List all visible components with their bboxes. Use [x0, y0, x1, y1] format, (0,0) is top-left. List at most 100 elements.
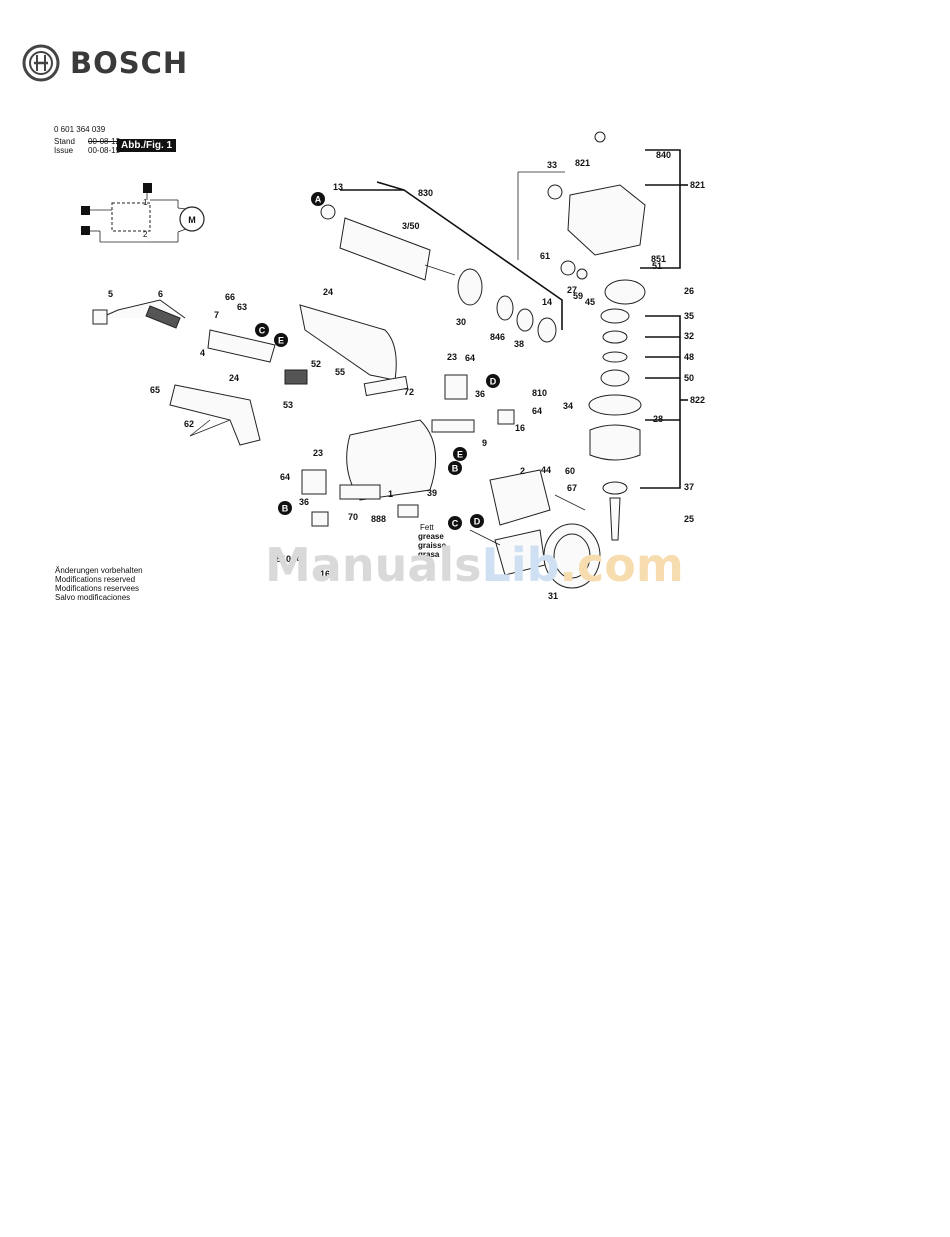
grease-label-de: Fett — [420, 523, 435, 532]
part-drawings — [92, 131, 646, 589]
part-label-4: 4 — [200, 348, 205, 358]
watermark-part1: Manuals — [265, 538, 482, 592]
part-label-65: 65 — [150, 385, 160, 395]
issue-label: Issue — [54, 146, 74, 155]
part-label-7: 7 — [214, 310, 219, 320]
part-label-67: 67 — [567, 483, 577, 493]
bearing-33 — [547, 184, 563, 200]
motor-symbol — [179, 206, 205, 232]
part-label-53: 53 — [283, 400, 293, 410]
part-label-64: 64 — [296, 553, 306, 563]
part-label-32: 32 — [684, 331, 694, 341]
o-ring-34 — [588, 394, 642, 416]
part-label-48: 48 — [684, 352, 694, 362]
part-label-851: 851 — [651, 254, 666, 264]
marker-letter-b: B — [452, 464, 459, 474]
armature — [339, 217, 431, 281]
label-72 — [363, 375, 409, 397]
motor-housing — [346, 419, 437, 501]
washer — [516, 308, 534, 332]
bosch-logo: BOSCH — [22, 44, 188, 82]
part-label-13: 13 — [333, 182, 343, 192]
assembly-brackets — [340, 149, 688, 489]
wiring-schematic: M 1 2 — [81, 183, 205, 243]
field-coil-upper — [489, 469, 551, 526]
part-label-64: 64 — [465, 353, 475, 363]
motor-label: M — [188, 215, 196, 225]
part-label-64: 64 — [280, 472, 290, 482]
part-label-23: 23 — [313, 448, 323, 458]
marker-circle-e — [274, 333, 288, 347]
marker-circle-b — [278, 501, 292, 515]
housing-handle-lower — [169, 384, 261, 446]
bearing-14 — [537, 317, 557, 343]
part-label-35: 35 — [684, 311, 694, 321]
document-number: 0 601 364 039 — [54, 125, 106, 134]
cord-sleeve — [145, 305, 181, 329]
part-label-9: 9 — [482, 438, 487, 448]
grease-label-fr: graisse — [418, 541, 447, 550]
part-label-26: 26 — [684, 286, 694, 296]
part-label-60: 60 — [565, 466, 575, 476]
part-label-27: 27 — [567, 285, 577, 295]
switch-block — [284, 369, 308, 385]
date-old: 00-08-12 — [88, 137, 121, 146]
marker-circle-c — [448, 516, 462, 530]
part-label-66: 66 — [225, 292, 235, 302]
bearing-35 — [600, 308, 630, 324]
part-label-33: 33 — [547, 160, 557, 170]
label-9 — [431, 419, 475, 433]
part-label-63: 63 — [237, 302, 247, 312]
marker-letter-d: D — [490, 377, 497, 387]
circlip-48 — [602, 351, 628, 363]
terminal-2: 2 — [143, 230, 148, 239]
part-label-51: 51 — [652, 261, 662, 271]
part-label-810: 810 — [532, 388, 547, 398]
marker-circle-d — [486, 374, 500, 388]
part-label-16: 16 — [515, 423, 525, 433]
fan — [457, 268, 483, 306]
marker-circle-d — [470, 514, 484, 528]
pinion-27 — [560, 260, 576, 276]
modification-notes: Änderungen vorbehalten Modifications res… — [55, 566, 143, 602]
part-label-44: 44 — [541, 465, 551, 475]
watermark-part2: Lib — [481, 538, 560, 592]
part-label-16: 16 — [320, 569, 330, 579]
part-label-821: 821 — [575, 158, 590, 168]
part-label-23: 23 — [447, 352, 457, 362]
part-label-28: 28 — [653, 414, 663, 424]
part-label-846: 846 — [490, 332, 505, 342]
note-es: Salvo modificaciones — [55, 593, 131, 602]
part-label-64: 64 — [532, 406, 542, 416]
part-label-5: 5 — [108, 289, 113, 299]
part-label-2: 2 — [520, 466, 525, 476]
part-label-24: 24 — [323, 287, 333, 297]
part-label-25: 25 — [684, 514, 694, 524]
grease-label-en: grease — [418, 532, 444, 541]
marker-letter-d: D — [474, 517, 481, 527]
part-label-31: 31 — [548, 591, 558, 601]
marker-letter-e: E — [278, 336, 284, 346]
part-label-14: 14 — [542, 297, 552, 307]
bosch-armature-icon — [22, 44, 60, 82]
brush-cap-23-upper — [444, 374, 468, 400]
note-fr: Modifications reservees — [55, 584, 140, 593]
part-label-6: 6 — [158, 289, 163, 299]
figure-badge: Abb./Fig. 1 — [117, 139, 177, 152]
label-888 — [397, 504, 419, 518]
part-label-52: 52 — [311, 359, 321, 369]
brush-holder-16-upper — [497, 409, 515, 425]
bearing-50 — [600, 369, 630, 387]
brush-holder-16-lower — [311, 511, 329, 527]
marker-letter-c: C — [452, 519, 459, 529]
label-70 — [339, 484, 381, 500]
part-label-72: 72 — [404, 387, 414, 397]
bevel-gear-26 — [604, 279, 646, 305]
marker-letter-c: C — [259, 326, 266, 336]
part-label-810: 810 — [276, 554, 291, 564]
stand-label: Stand — [54, 137, 75, 146]
marker-circle-b — [448, 461, 462, 475]
